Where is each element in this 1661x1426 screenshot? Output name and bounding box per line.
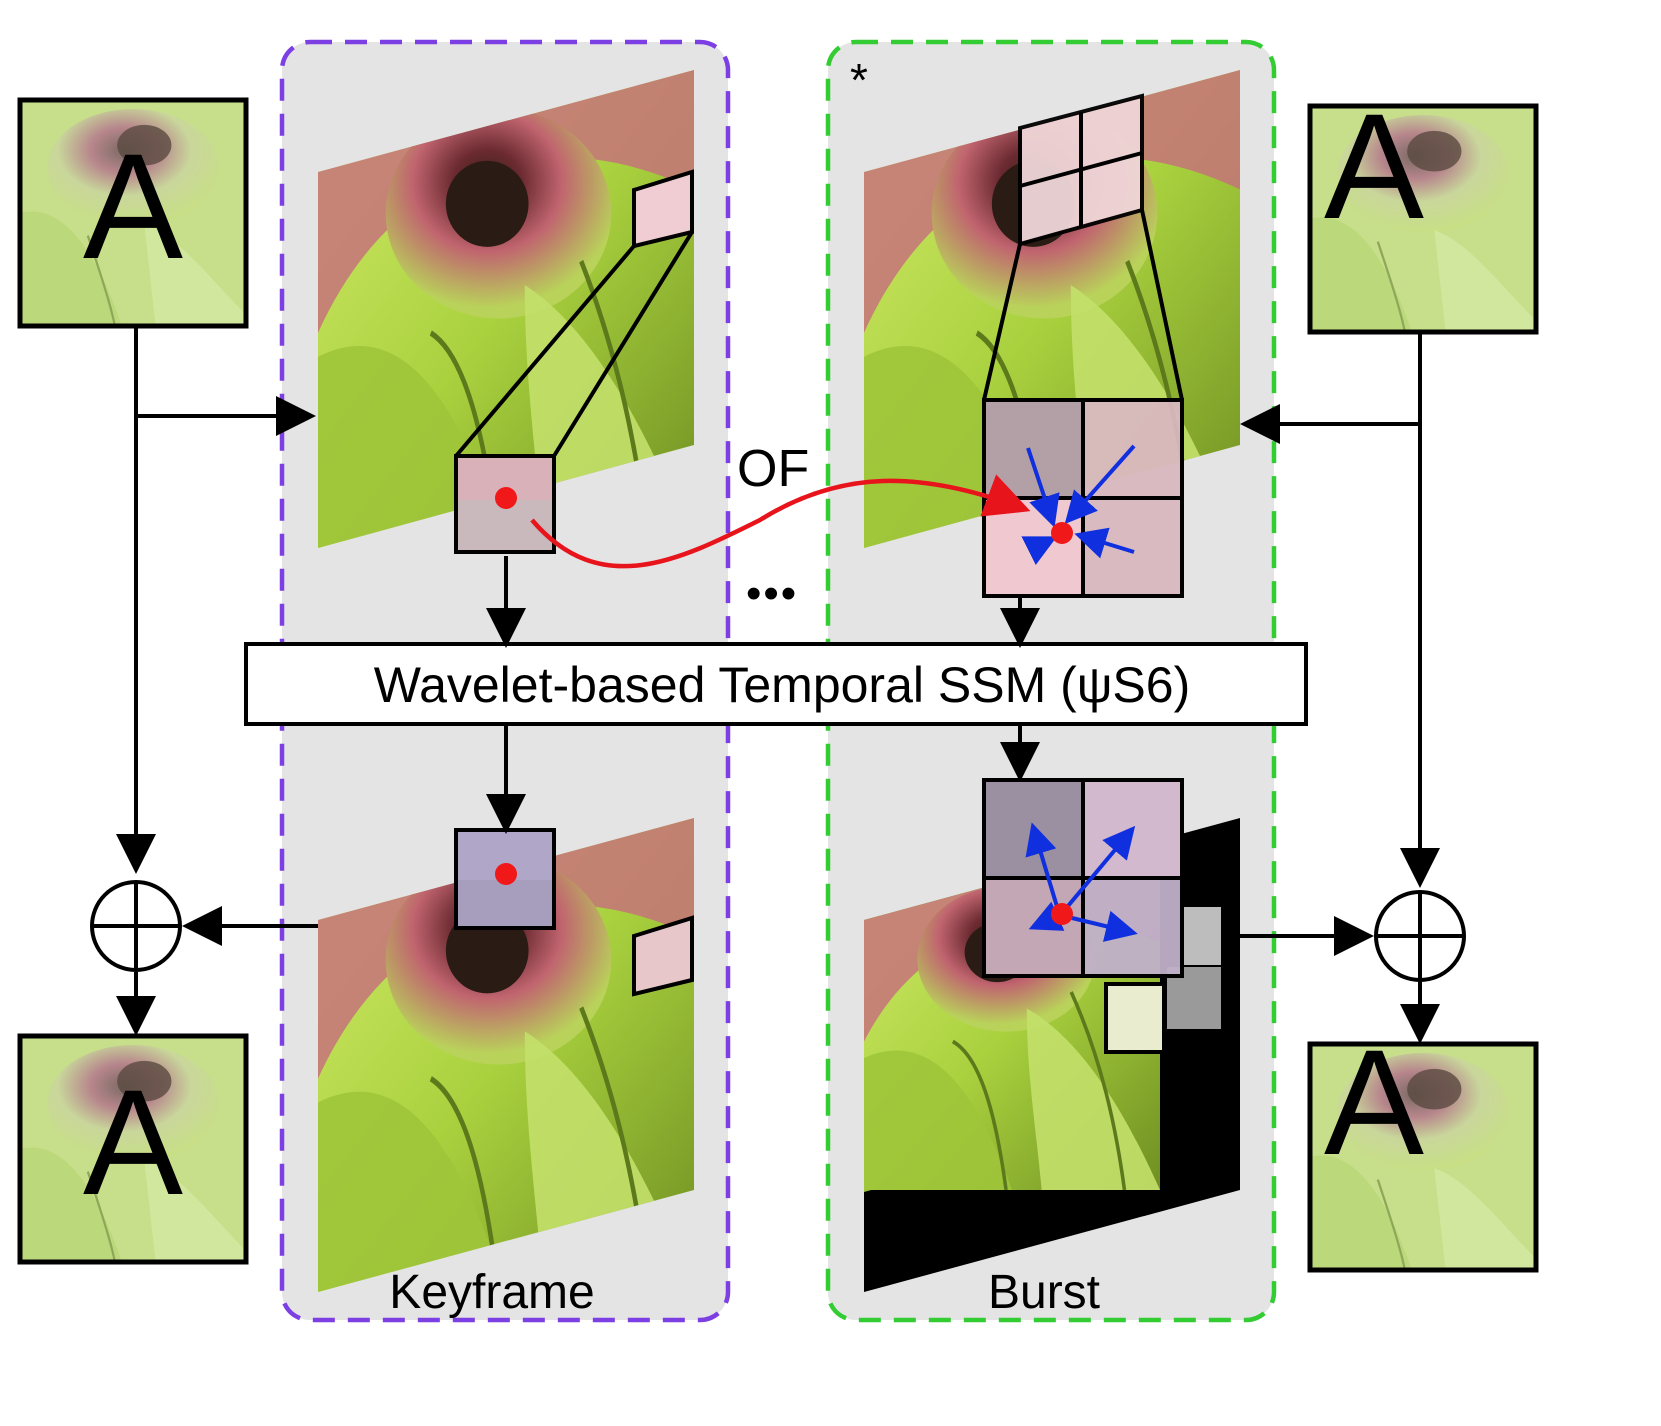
burst-output-grid	[982, 778, 1184, 978]
circle-plus-icon	[1374, 890, 1466, 982]
burst-output-point	[1051, 903, 1073, 925]
keyframe-label: Keyframe	[389, 1266, 594, 1319]
ssm-block	[244, 642, 1308, 726]
keyframe-output-patch-small	[632, 915, 694, 997]
burst-point	[1051, 522, 1073, 544]
ssm-block-label: Wavelet-based Temporal SSM (ψS6)	[374, 657, 1191, 713]
left-input-letter: A	[83, 122, 183, 290]
right-input-thumbnail	[1307, 103, 1539, 335]
burst-attention-vectors-out	[1025, 822, 1138, 942]
ellipsis: •••	[746, 569, 798, 618]
keyframe-output-point	[495, 863, 517, 885]
circle-plus-icon	[90, 880, 182, 972]
keyframe-point	[495, 487, 517, 509]
optical-flow-label: OF	[737, 440, 809, 498]
left-input-thumbnail	[17, 97, 249, 329]
left-skip-connections	[116, 328, 318, 1036]
optical-flow-arrow	[530, 474, 1031, 569]
left-output-thumbnail	[17, 1033, 249, 1265]
right-skip-connections	[1240, 334, 1440, 1044]
burst-attention-vectors-in	[1021, 444, 1136, 566]
right-output-thumbnail	[1307, 1041, 1539, 1273]
right-input-letter: A	[1324, 82, 1424, 250]
right-output-letter: A	[1324, 1018, 1424, 1186]
burst-label: Burst	[988, 1266, 1100, 1319]
burst-patch-grid-zoom	[982, 398, 1184, 598]
burst-star: *	[850, 54, 868, 106]
left-output-letter: A	[83, 1058, 183, 1226]
